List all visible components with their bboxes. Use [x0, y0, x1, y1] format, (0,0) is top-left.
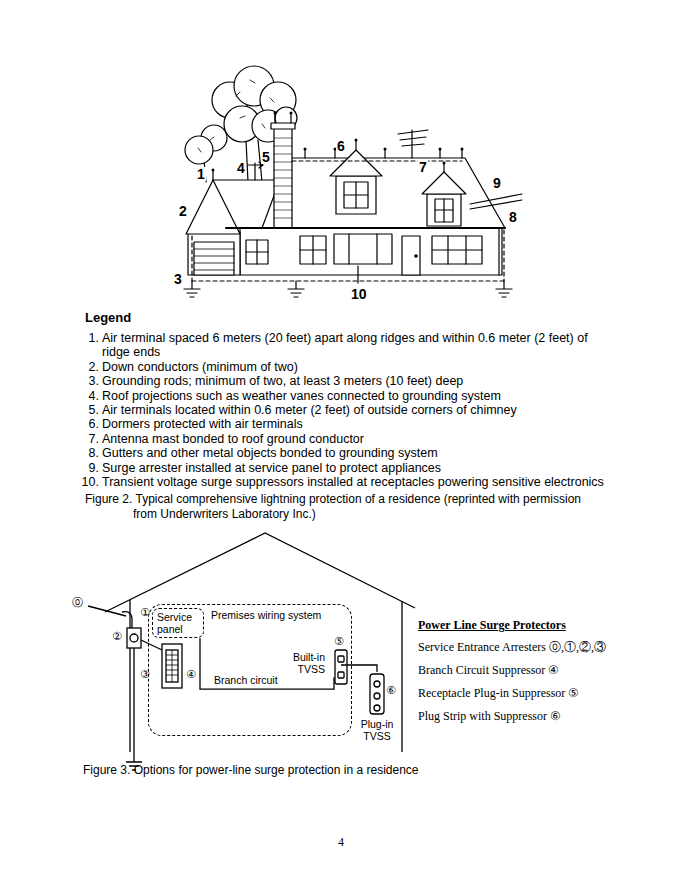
- service-wires: [470, 194, 522, 209]
- house-roof: [105, 533, 415, 612]
- legend-number: 5.: [80, 403, 99, 417]
- legend-number: 9.: [80, 461, 99, 475]
- plugin-tvss-box: Plug-in TVSS: [354, 672, 400, 744]
- node-label: Premises wiring system: [211, 609, 351, 621]
- plug-strip-symbol: [370, 674, 384, 714]
- wire: [341, 665, 377, 672]
- list-item: Receptacle Plug-in Suppressor ⑤: [418, 687, 579, 701]
- wire-label: Branch circuit: [214, 674, 278, 687]
- main-roof: [262, 158, 505, 228]
- weatherhead: [122, 612, 132, 628]
- dormer: [422, 172, 466, 226]
- ground-conductor: [126, 648, 142, 770]
- garage-door: [194, 242, 234, 275]
- legend-item: Dormers protected with air terminals: [102, 417, 662, 431]
- weather-vane: [248, 162, 263, 180]
- premises-region: Premises wiring system Service panelBuilt…: [148, 604, 352, 736]
- callout-number: 8: [508, 210, 518, 224]
- legend-number: 7.: [80, 432, 99, 446]
- legend-item: Air terminal spaced 6 meters (20 feet) a…: [102, 331, 594, 360]
- legend-item: Down conductors (minimum of two): [102, 360, 662, 374]
- leader-line: [357, 266, 358, 283]
- legend-number: 8.: [80, 446, 99, 460]
- down-conductors: [192, 161, 504, 281]
- legend-item: Roof projections such as weather vanes c…: [102, 389, 662, 403]
- dormer: [330, 150, 382, 214]
- circled-number: ⑥: [386, 684, 396, 697]
- air-terminals: [212, 112, 464, 181]
- figure-caption: Figure 2. Typical comprehensive lightnin…: [85, 492, 600, 522]
- legend-number: 2.: [80, 360, 99, 374]
- service-panel-symbol: [162, 644, 182, 688]
- callout-number: 9: [492, 176, 502, 190]
- ground-rods: [184, 281, 512, 297]
- callout-number: 1: [196, 167, 206, 181]
- residence-wiring-illustration: [88, 533, 415, 770]
- node-label: Plug-in TVSS: [356, 718, 398, 742]
- meter-to-panel-wire: [141, 640, 162, 650]
- chimney: [271, 123, 295, 228]
- circled-number: ②: [112, 630, 122, 643]
- legend-item: Surge arrester installed at service pane…: [102, 461, 662, 475]
- legend-number: 10.: [80, 475, 99, 489]
- house-illustration: [184, 66, 522, 297]
- legend-number: 4.: [80, 389, 99, 403]
- callout-number: 5: [261, 150, 271, 164]
- node-label: Built-in TVSS: [283, 651, 325, 675]
- service-drop: [88, 606, 126, 616]
- builtin-tvss-box: Built-in TVSS: [283, 649, 341, 677]
- callout-number: 3: [173, 272, 183, 286]
- legend-number: 6.: [80, 417, 99, 431]
- list-heading: Power Line Surge Protectors: [418, 619, 566, 633]
- house-wall: [130, 600, 402, 752]
- gutter: [226, 228, 505, 275]
- main-wall: [240, 228, 502, 275]
- antenna: [398, 130, 428, 158]
- callout-number: 6: [336, 139, 346, 153]
- legend-heading: Legend: [85, 311, 131, 326]
- list-item: Plug Strip with Suppressor ⑥: [418, 710, 561, 724]
- legend-item: Gutters and other metal objects bonded t…: [102, 446, 662, 460]
- legend-item: Antenna mast bonded to roof ground condu…: [102, 432, 662, 446]
- meter: [127, 628, 141, 648]
- gable: [186, 180, 240, 234]
- wire: [200, 638, 334, 689]
- list-item: Service Entrance Arresters ⓪,①,②,③: [418, 641, 606, 655]
- node-label: Service panel: [157, 611, 199, 635]
- circled-number: ⑤: [334, 635, 344, 648]
- receptacle-symbol: [335, 650, 347, 684]
- circled-number: ⓪: [72, 596, 83, 609]
- legend-number: 3.: [80, 374, 99, 388]
- page-number: 4: [338, 836, 344, 850]
- legend-number: 1.: [80, 331, 99, 345]
- windows: [246, 234, 482, 275]
- gable-wall: [188, 232, 240, 275]
- callout-number: 7: [418, 160, 428, 174]
- service-panel-box: Service panel: [152, 608, 204, 638]
- callout-number: 2: [178, 204, 188, 218]
- callout-number: 10: [350, 287, 368, 301]
- legend-item: Air terminals located within 0.6 meter (…: [102, 403, 662, 417]
- legend-item: Grounding rods; minimum of two, at least…: [102, 374, 662, 388]
- figure-caption: Figure 3. Options for power-line surge p…: [83, 763, 419, 778]
- circled-number: ④: [186, 668, 196, 681]
- legend-item: Transient voltage surge suppressors inst…: [102, 475, 662, 489]
- list-item: Branch Circuit Suppressor ④: [418, 664, 559, 678]
- callout-number: 4: [236, 161, 246, 175]
